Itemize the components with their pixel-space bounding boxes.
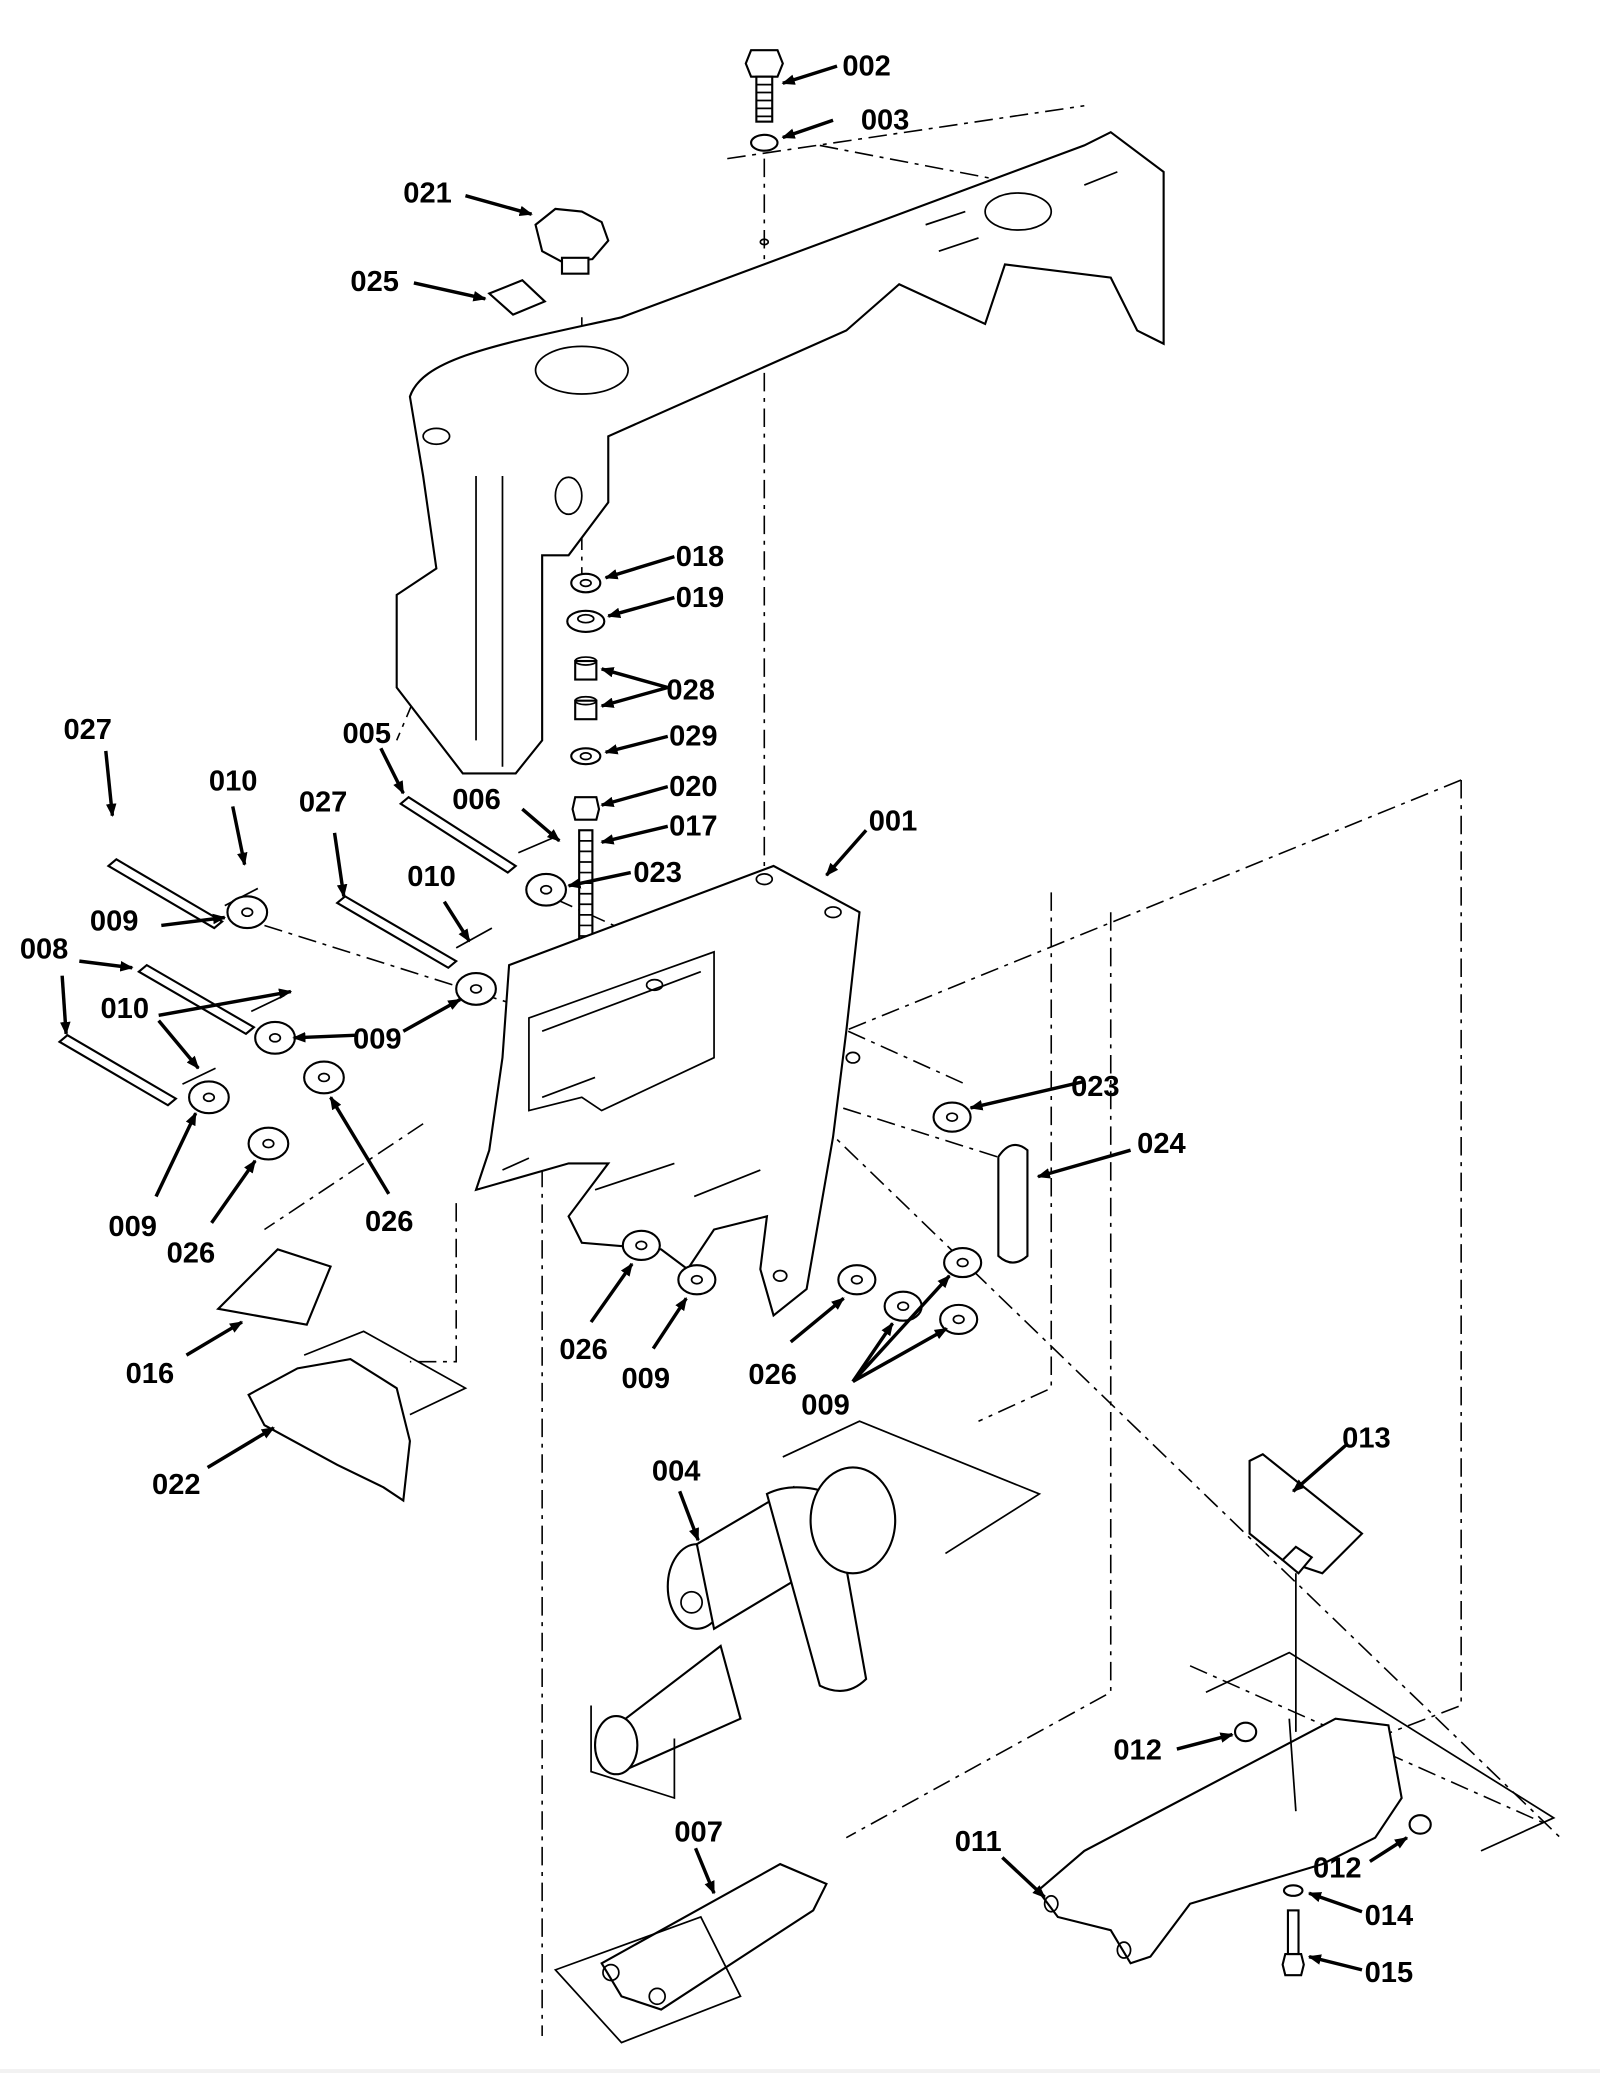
label-027: 027 xyxy=(63,714,112,746)
pins xyxy=(57,795,556,1107)
label-013: 013 xyxy=(1342,1423,1391,1455)
label-029: 029 xyxy=(669,721,718,753)
label-009: 009 xyxy=(621,1363,670,1395)
washers xyxy=(188,872,983,1336)
main-frame xyxy=(395,130,1165,775)
label-010: 010 xyxy=(407,861,456,893)
label-010: 010 xyxy=(209,766,258,798)
label-005: 005 xyxy=(342,718,391,750)
label-023: 023 xyxy=(633,857,682,889)
label-009: 009 xyxy=(353,1023,402,1055)
label-019: 019 xyxy=(676,582,725,614)
washer-003 xyxy=(750,133,779,152)
label-002: 002 xyxy=(842,50,891,82)
label-009: 009 xyxy=(108,1211,157,1243)
label-026: 026 xyxy=(365,1206,414,1238)
clip-plate xyxy=(487,279,547,316)
part-labels: 002 003 021 025 018 019 028 029 020 017 … xyxy=(20,50,1414,1988)
label-006: 006 xyxy=(452,784,501,816)
label-020: 020 xyxy=(669,771,718,803)
bracket-022 xyxy=(247,1357,411,1503)
label-014: 014 xyxy=(1365,1900,1414,1932)
label-009: 009 xyxy=(90,906,139,938)
bumper xyxy=(997,1143,1029,1264)
label-021: 021 xyxy=(403,177,452,209)
link-007 xyxy=(600,1862,828,2011)
label-022: 022 xyxy=(152,1469,201,1501)
hex-bolt xyxy=(744,49,784,123)
leader-arrows xyxy=(60,64,1409,1972)
actuator xyxy=(590,1420,1042,1800)
bracket-013 xyxy=(1248,1453,1364,1575)
label-012: 012 xyxy=(1313,1852,1362,1884)
label-012: 012 xyxy=(1113,1735,1162,1767)
label-016: 016 xyxy=(126,1358,175,1390)
label-007: 007 xyxy=(674,1817,723,1849)
label-008: 008 xyxy=(20,934,69,966)
page-footer-strip xyxy=(0,2069,1600,2073)
star-knob xyxy=(534,207,610,275)
label-024: 024 xyxy=(1137,1128,1186,1160)
label-027: 027 xyxy=(299,787,348,819)
label-009: 009 xyxy=(801,1390,850,1422)
label-026: 026 xyxy=(748,1359,797,1391)
label-023: 023 xyxy=(1071,1071,1120,1103)
label-018: 018 xyxy=(676,541,725,573)
label-025: 025 xyxy=(350,266,399,298)
label-010: 010 xyxy=(100,993,149,1025)
label-026: 026 xyxy=(167,1238,216,1270)
label-017: 017 xyxy=(669,811,718,843)
arm-011 xyxy=(1036,1717,1403,1965)
label-003: 003 xyxy=(861,105,910,137)
label-011: 011 xyxy=(955,1826,1002,1858)
label-028: 028 xyxy=(666,674,715,706)
label-001: 001 xyxy=(869,805,918,837)
label-026: 026 xyxy=(559,1334,608,1366)
pad xyxy=(216,1248,332,1326)
label-015: 015 xyxy=(1365,1957,1414,1989)
label-004: 004 xyxy=(652,1456,701,1488)
mounting-bracket xyxy=(474,864,861,1318)
